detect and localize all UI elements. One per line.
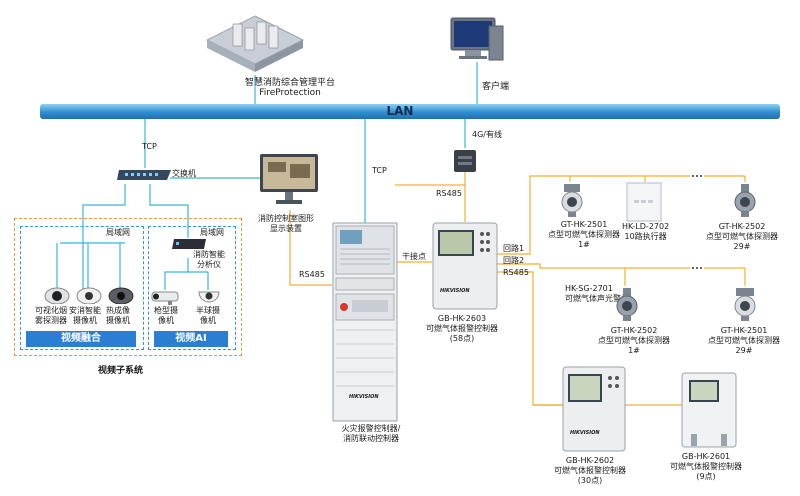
server-rack-icon <box>205 14 305 80</box>
tcp-left-label: TCP <box>142 142 157 151</box>
video-ai-frame <box>148 226 236 350</box>
rs485-left-line <box>289 210 332 286</box>
video-fusion-frame <box>20 226 144 350</box>
loop2-line <box>497 263 690 269</box>
gas-controller-c2 <box>681 372 737 452</box>
computer-icon <box>449 16 505 68</box>
video-subsystem-label: 视频子系统 <box>98 366 144 376</box>
switch-icon <box>115 168 173 188</box>
gas-detector-icon <box>732 286 758 326</box>
lan-label: LAN <box>386 104 414 118</box>
gas-controller-c1 <box>562 366 626 456</box>
gas-controller-main <box>432 222 498 314</box>
analyzer-icon <box>170 236 208 255</box>
gas-detector-icon <box>732 182 758 222</box>
cam5-label: 半球摄像机 <box>196 306 220 325</box>
loop1-line <box>497 175 690 255</box>
cam1-label: 可视化烟雾探测器 <box>35 306 67 325</box>
fire-panel-label: 火灾报警控制器/消防联动控制器 <box>341 424 401 443</box>
client-label: 客户端 <box>482 82 510 92</box>
display-label: 消防控制室图形显示装置 <box>258 214 314 233</box>
gas-main-brand: HIKVISION <box>440 288 470 294</box>
video-fusion-band: 视频融合 <box>26 331 136 347</box>
smoke-camera-icon <box>44 286 70 308</box>
video-subsystem-frame <box>14 218 242 356</box>
gateway-icon <box>452 148 478 178</box>
cam4-label: 枪型摄像机 <box>154 306 178 325</box>
fire-panel-brand: HIKVISION <box>349 394 379 400</box>
dome-camera-icon <box>76 286 102 308</box>
actuator-icon <box>626 182 662 226</box>
trunk-label: 干接点 <box>402 252 426 261</box>
lan-bar <box>40 104 780 119</box>
fire-panel-cabinet <box>332 222 398 426</box>
switch-label: 交换机 <box>172 169 196 178</box>
rs485-top-label: RS485 <box>436 189 462 198</box>
rs485-left-label: RS485 <box>299 270 325 279</box>
half-dome-camera-icon <box>196 286 222 308</box>
controller-c1-brand: HIKVISION <box>570 430 600 436</box>
gas-detector-icon <box>614 286 640 326</box>
cam3-label: 热成像摄像机 <box>106 306 130 325</box>
thermal-camera-icon <box>108 286 134 308</box>
switch-video-line-right <box>149 184 189 238</box>
lan-right-label: 局域网 <box>200 228 224 237</box>
monitor-icon <box>258 152 320 214</box>
switch-video-line-left <box>82 184 126 290</box>
lan-left-label: 局域网 <box>106 228 130 237</box>
gas-detector-icon <box>560 182 584 222</box>
fourg-label: 4G/有线 <box>472 130 502 139</box>
rs485-right-label: RS485 <box>503 268 529 277</box>
video-ai-band: 视频AI <box>154 331 228 347</box>
bullet-camera-icon <box>150 288 184 310</box>
loop2-label: 回路2 <box>503 256 525 265</box>
loop1-label: 回路1 <box>503 244 525 253</box>
cam2-label: 安消智能摄像机 <box>69 306 101 325</box>
analyzer-label: 消防智能分析仪 <box>193 250 225 269</box>
tcp-center-label: TCP <box>372 166 387 175</box>
rs485-right-line <box>497 271 565 406</box>
